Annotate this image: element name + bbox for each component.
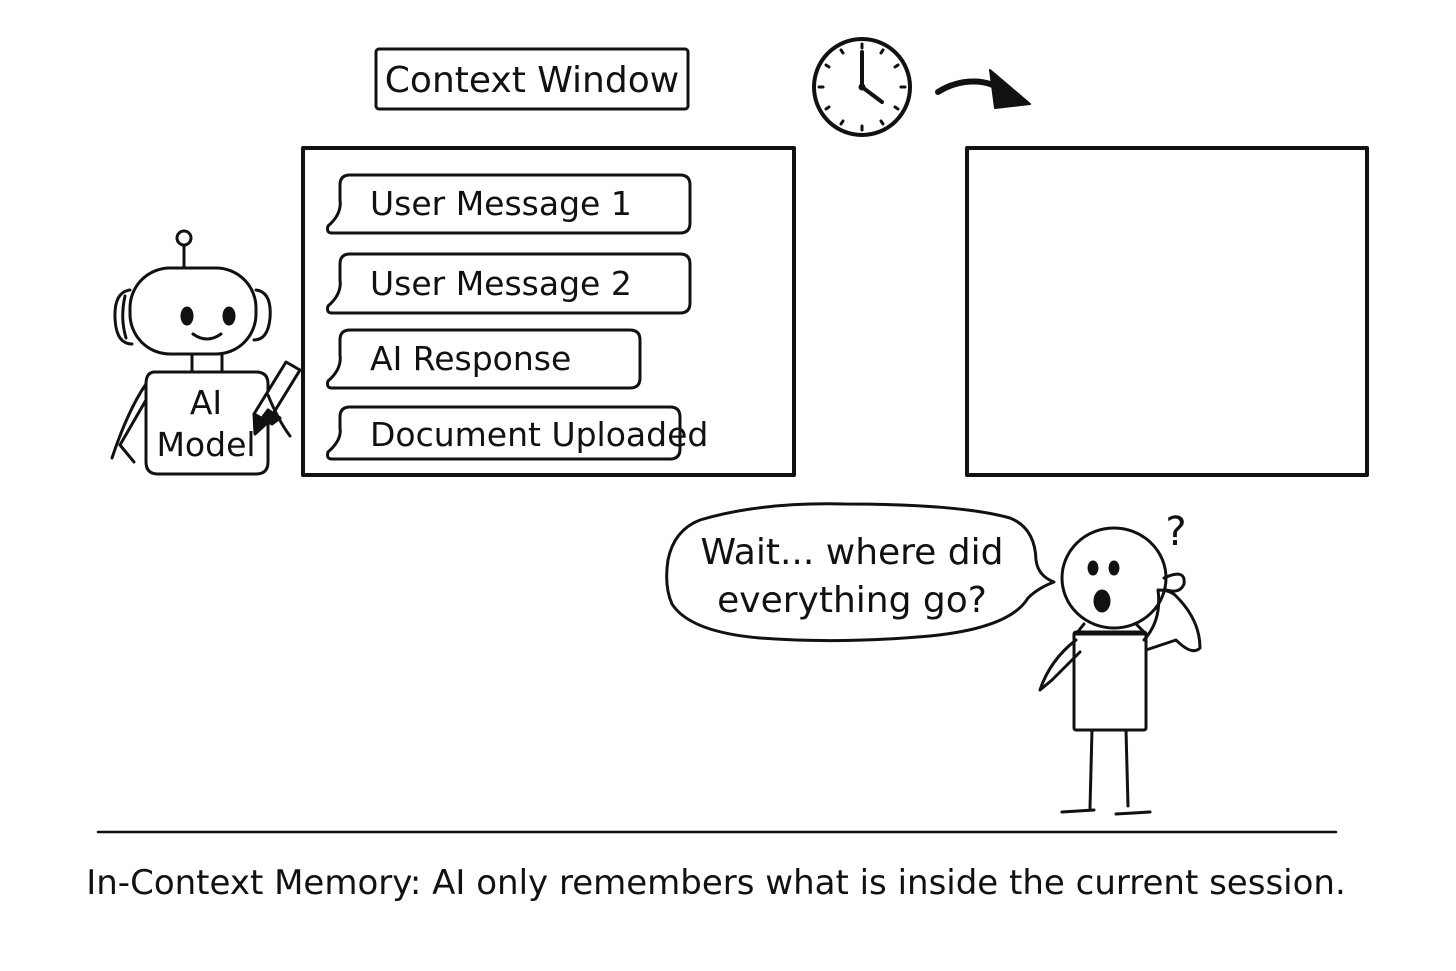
question-mark: ? <box>1165 509 1186 555</box>
robot-icon: AI Model <box>110 229 272 476</box>
context-window-title-box: Context Window <box>374 47 690 111</box>
robot-label-line1: AI <box>190 383 222 422</box>
message-label: AI Response <box>370 339 571 378</box>
person-icon: ? <box>1038 509 1202 816</box>
caption: In-Context Memory: AI only remembers wha… <box>86 863 1346 903</box>
clock-icon <box>812 37 912 137</box>
context-window-title: Context Window <box>385 60 679 101</box>
pencil-icon <box>252 360 302 438</box>
message-label: User Message 1 <box>370 184 632 223</box>
curved-arrow-icon <box>935 69 1031 109</box>
robot-label-line2: Model <box>156 425 255 464</box>
speech-line1: Wait... where did <box>701 532 1004 573</box>
message-label: Document Uploaded <box>370 415 708 454</box>
message-bubble: User Message 2 <box>326 252 692 315</box>
context-window-frame <box>301 146 796 477</box>
message-label: User Message 2 <box>370 264 632 303</box>
message-bubble: AI Response <box>326 328 642 390</box>
empty-window-frame <box>965 146 1369 477</box>
message-bubble: Document Uploaded <box>326 405 708 461</box>
speech-bubble: Wait... where did everything go? <box>665 502 1056 643</box>
speech-line2: everything go? <box>717 580 987 621</box>
message-bubble: User Message 1 <box>326 173 692 235</box>
